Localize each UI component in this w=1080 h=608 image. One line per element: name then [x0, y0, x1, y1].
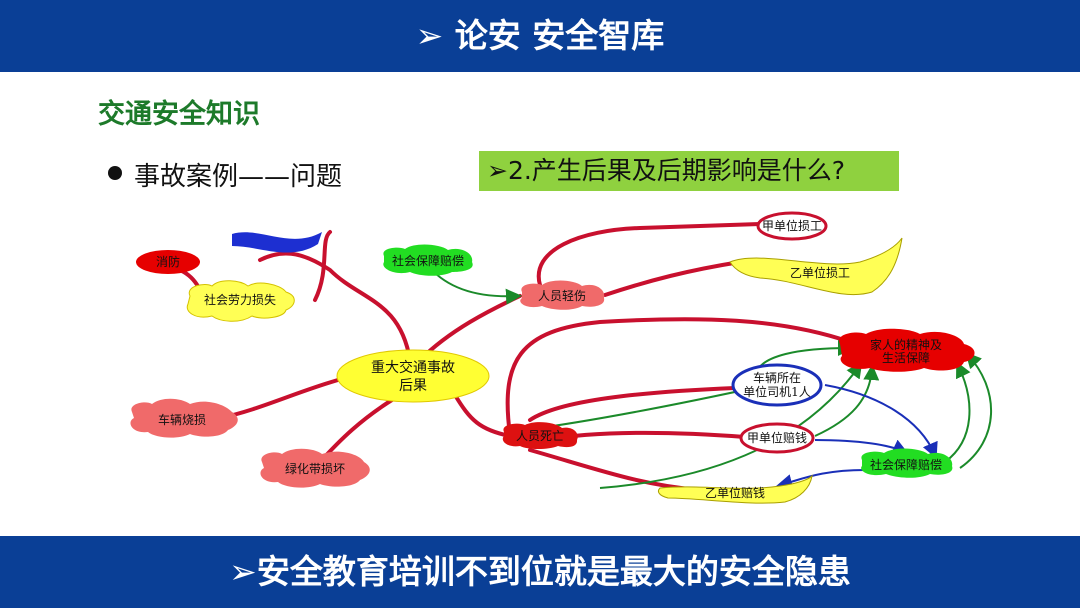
header-bar: ➢ 论安 安全智库 [0, 0, 1080, 72]
branch-flag [313, 230, 332, 302]
node-insurance [383, 244, 473, 276]
node-red-top [136, 250, 200, 274]
branch-b-comp [528, 448, 702, 492]
node-family-line2: 生活保障 [882, 350, 930, 365]
node-b-compensation [657, 474, 813, 504]
node-insurance2 [861, 448, 953, 478]
node-b-compensation-label: 乙单位赔钱 [705, 485, 765, 500]
question-box: ➢2.产生后果及后期影响是什么? [479, 151, 899, 191]
node-center-line1: 重大交通事故 [371, 359, 455, 376]
header-title: ➢ 论安 安全智库 [415, 16, 665, 55]
node-vehicle-burn-label: 车辆烧损 [158, 412, 206, 427]
branch-b-loss [603, 260, 742, 297]
node-driver [731, 363, 823, 407]
node-green-belt [260, 448, 370, 488]
node-driver-line2: 单位司机1人 [743, 384, 811, 399]
node-family-line1: 家人的精神及 [870, 337, 942, 352]
node-labor-loss-label: 社会劳力损失 [204, 292, 276, 307]
bullet-text: 事故案例——问题 [134, 162, 343, 192]
node-injured [520, 280, 605, 310]
branch-a-loss [536, 222, 762, 287]
mind-map: 消防 社会劳力损失 车辆烧损 绿化带损坏 重大交通事故 后果 社会保障赔偿 人员… [130, 211, 993, 504]
node-a-loss-label: 甲单位损工 [762, 218, 822, 233]
node-green-belt-label: 绿化带损坏 [285, 461, 345, 476]
branch-death [453, 393, 512, 438]
bullet-dot-icon [108, 166, 122, 180]
node-a-loss [756, 211, 828, 241]
blue-flag-shape [232, 232, 322, 253]
node-b-loss-label: 乙单位损工 [790, 265, 850, 280]
branch-upper-left [258, 251, 412, 362]
node-b-loss [729, 237, 903, 296]
node-death-label: 人员死亡 [516, 429, 564, 443]
node-death [502, 422, 578, 449]
node-family [838, 328, 975, 372]
node-a-compensation-label: 甲单位赔钱 [747, 430, 807, 445]
node-vehicle-burn [130, 398, 238, 438]
branch-family [505, 317, 852, 437]
node-driver-line1: 车辆所在 [753, 370, 801, 385]
footer-slogan: ➢安全教育培训不到位就是最大的安全隐患 [229, 552, 851, 591]
node-a-compensation [739, 422, 815, 454]
node-injured-label: 人员轻伤 [538, 289, 586, 303]
node-insurance-label: 社会保障赔偿 [392, 253, 464, 268]
branch-vehicle-burn [218, 376, 347, 420]
node-labor-loss [186, 280, 295, 322]
node-center [336, 349, 490, 403]
footer-bar: ➢安全教育培训不到位就是最大的安全隐患 [0, 536, 1080, 608]
node-insurance2-label: 社会保障赔偿 [870, 457, 942, 472]
section-title: 交通安全知识 [98, 99, 260, 130]
branch-injured [418, 294, 522, 362]
node-red-top-label: 消防 [156, 254, 180, 269]
node-center-line2: 后果 [399, 378, 427, 394]
branch-driver [528, 386, 737, 422]
